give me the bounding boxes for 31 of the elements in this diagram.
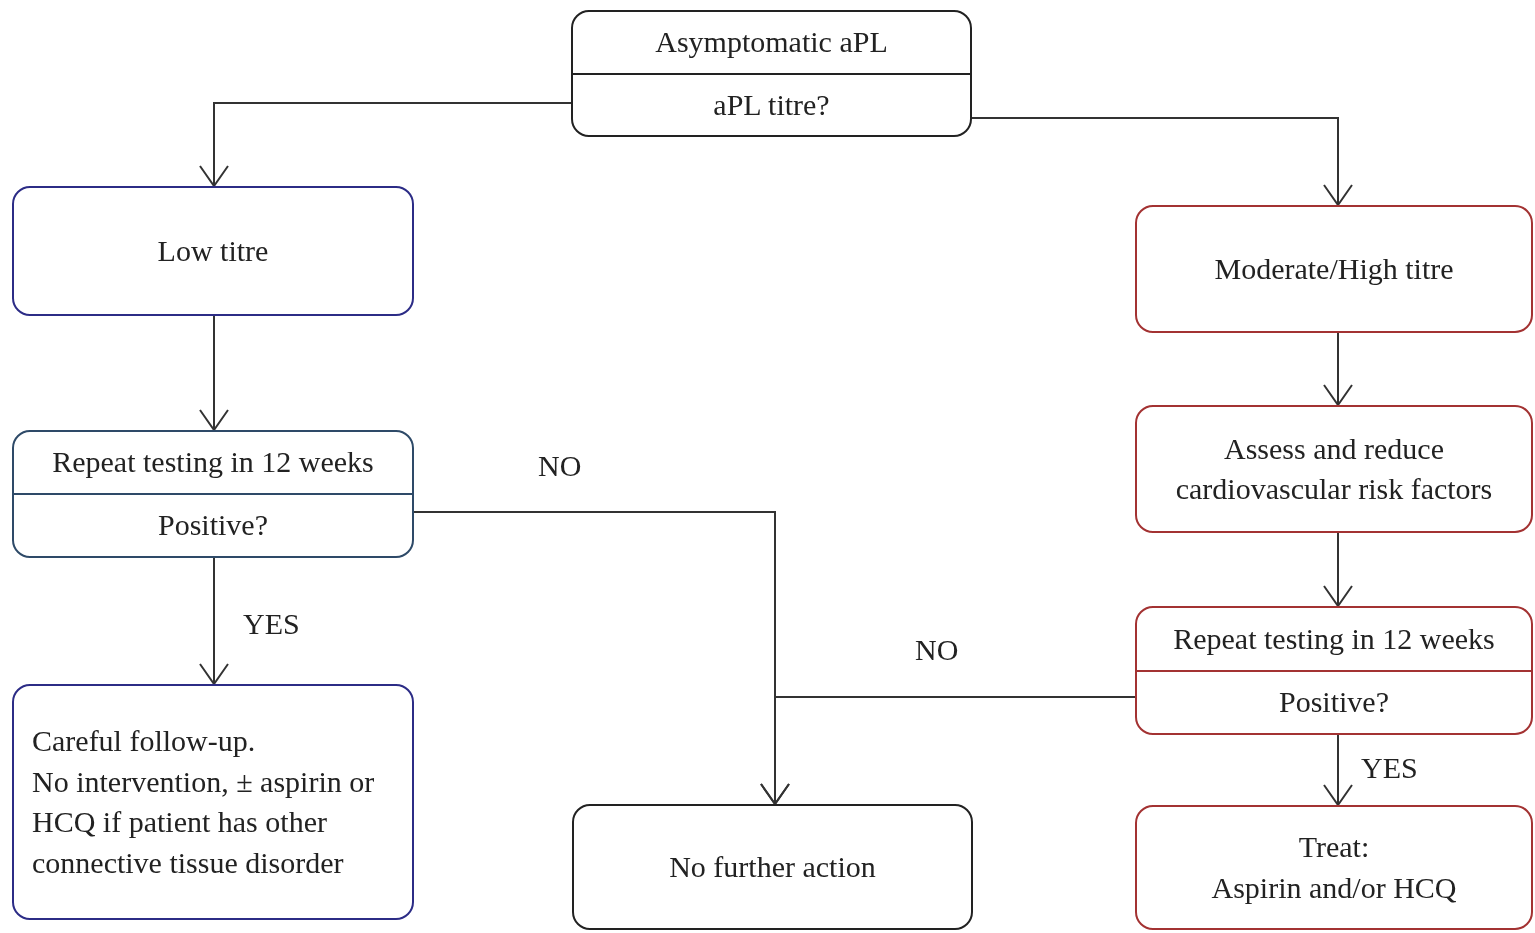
decision-box [571,10,972,137]
process-box [572,804,973,930]
box-text: No further action [669,849,876,883]
box-text: Treat: [1298,830,1370,863]
arrow [199,557,229,685]
process-box [1135,205,1533,333]
box-text: Aspirin and/or HCQ [1211,870,1457,904]
arrow [199,102,572,187]
decision-box [12,430,414,558]
box-text: Moderate/High titre [1214,251,1454,285]
decision-box [1135,606,1533,735]
arrow [971,117,1353,206]
box-text: Assess and reduce cardiovascular risk factors [1175,431,1493,505]
box-heading: Repeat testing in 12 weeks [52,444,374,481]
process-box [12,186,414,316]
arrow [760,696,1136,805]
arrow [1323,332,1353,406]
arrow [199,315,229,431]
process-box [1135,805,1533,930]
box-text: Low titre [157,233,269,267]
box-text: Careful follow-up. [32,724,256,757]
box-heading: Asymptomatic aPL [655,24,888,60]
box-text: No intervention, ± aspirin or HCQ if patient has other connective tissue disorder [32,764,375,879]
process-box [1135,405,1533,533]
process-box [12,684,414,920]
arrow [1323,734,1353,806]
box-heading: Repeat testing in 12 weeks [1173,620,1495,657]
question-text: Positive? [158,507,268,544]
arrow [1323,532,1353,607]
question-text: Positive? [1279,684,1389,720]
question-text: aPL titre? [713,86,830,123]
